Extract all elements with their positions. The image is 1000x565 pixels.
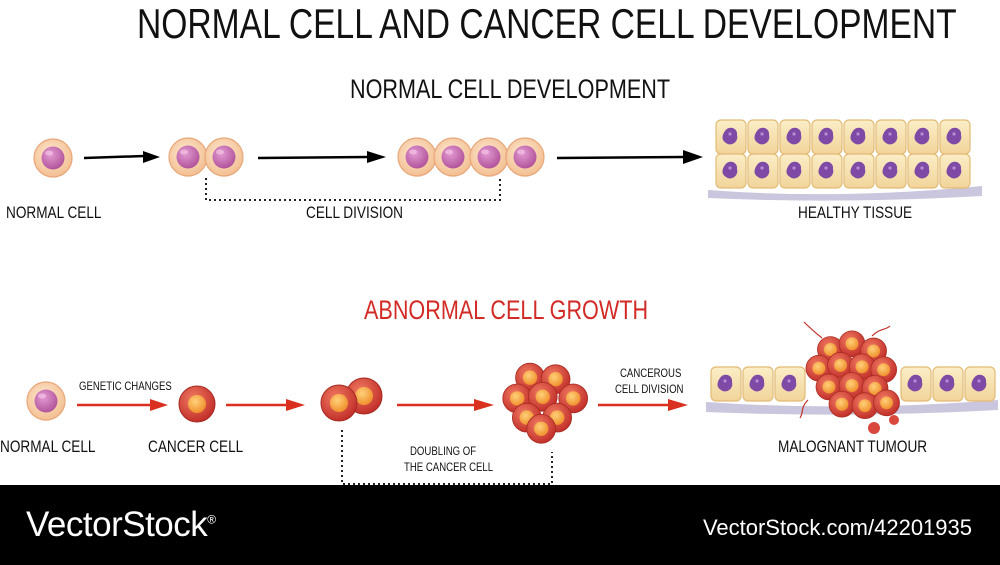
arrow-red-3: [474, 399, 494, 411]
dividing-cell-icon: [204, 137, 244, 177]
cancerous-label-line1: CANCEROUS: [620, 366, 682, 380]
page-title: NORMAL CELL AND CANCER CELL DEVELOPMENT: [137, 0, 957, 47]
dividing-cell-icon: [469, 137, 509, 177]
genetic-changes-label: GENETIC CHANGES: [79, 379, 172, 393]
dividing-cell-icon: [505, 137, 545, 177]
registered-mark: ®: [207, 512, 216, 527]
arrow-black-1: [143, 151, 160, 163]
abnormal-section-heading: ABNORMAL CELL GROWTH: [364, 295, 649, 325]
watermark-url: VectorStock.com/42201935: [702, 515, 972, 540]
watermark-brand-text: VectorStock: [26, 505, 208, 544]
normal-cell-label-2: NORMAL CELL: [0, 437, 96, 456]
doubling-label-line1: DOUBLING OF: [410, 444, 477, 458]
cancer-cluster-icon: [502, 362, 588, 444]
dividing-cell-icon: [433, 137, 473, 177]
healthy-tissue-icon: [708, 119, 982, 201]
malignant-tumour-icon: [706, 321, 998, 434]
cancer-cell-label: CANCER CELL: [148, 437, 244, 456]
dividing-cell-icon: [168, 137, 208, 177]
doubling-label-line2: THE CANCER CELL: [404, 460, 494, 474]
arrow-red-1: [150, 399, 168, 411]
arrow-red-2: [286, 399, 305, 411]
doubling-bracket: [341, 430, 553, 485]
normal-cell-label: NORMAL CELL: [6, 203, 102, 222]
normal-section-heading: NORMAL CELL DEVELOPMENT: [350, 74, 671, 104]
cancerous-label-line2: CELL DIVISION: [615, 382, 684, 396]
diagram-artwork: [26, 119, 998, 485]
dividing-cell-icon: [397, 137, 437, 177]
healthy-tissue-label: HEALTHY TISSUE: [798, 203, 913, 222]
cell-division-label: CELL DIVISION: [306, 203, 403, 222]
cell-division-bracket: [205, 178, 501, 201]
arrow-black-3: [683, 150, 703, 164]
arrow-black-2: [367, 151, 386, 163]
watermark-bar: VectorStock® VectorStock.com/42201935: [0, 485, 1000, 565]
arrow-red-4: [668, 399, 688, 411]
normal-cell-icon: [33, 138, 73, 178]
cancer-cell-icon: [178, 385, 216, 423]
doubled-cancer-cell-icon: [320, 377, 383, 422]
watermark-brand: VectorStock®: [26, 505, 216, 545]
malignant-tumour-label: MALOGNANT TUMOUR: [778, 437, 928, 456]
normal-cell-icon-2: [26, 381, 66, 421]
